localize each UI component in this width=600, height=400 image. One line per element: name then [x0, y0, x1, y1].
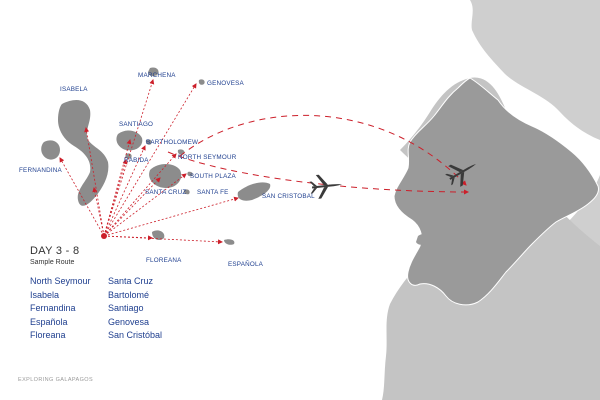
itinerary-item: North Seymour	[30, 276, 91, 286]
route-to-marchena	[103, 79, 155, 237]
itinerary-item: Floreana	[30, 330, 66, 341]
route-to-south-plaza	[103, 173, 187, 237]
itinerary-title: DAY 3 - 8	[30, 245, 80, 257]
airplane-icon	[445, 164, 476, 187]
label-santa-cruz: SANTA CRUZ	[145, 189, 186, 196]
label-floreana: FLOREANA	[146, 257, 182, 264]
route-to-rabida	[103, 159, 128, 237]
label-espanola: ESPAÑOLA	[228, 259, 264, 268]
south-plaza-island	[187, 171, 193, 177]
baltra-hub-marker	[101, 233, 107, 239]
puna-island	[416, 233, 429, 245]
bartolomew-island	[145, 139, 152, 145]
footer-credit: EXPLORING GALAPAGOS	[18, 377, 94, 383]
espanola-island	[224, 239, 235, 245]
santa-fe-island	[183, 189, 190, 195]
itinerary-item: Española	[30, 316, 68, 327]
itinerary-item: San Cristóbal	[108, 330, 163, 341]
itinerary-item: Isabela	[30, 289, 60, 300]
route-to-genovesa	[103, 83, 197, 237]
itinerary-panel: DAY 3 - 8 Sample Route North Seymour Isa…	[30, 245, 230, 343]
label-genovesa: GENOVESA	[207, 80, 245, 87]
label-santiago: SANTIAGO	[119, 121, 153, 128]
itinerary-item: Fernandina	[30, 303, 76, 314]
itinerary-subtitle: Sample Route	[30, 259, 75, 266]
route-to-isabela-south	[92, 187, 105, 237]
route-to-santa-cruz	[103, 177, 161, 237]
genovesa-island	[198, 79, 205, 85]
label-san-cristobal: SAN CRISTOBAL	[262, 193, 315, 200]
label-isabela: ISABELA	[60, 86, 88, 93]
santa-cruz-island	[149, 164, 182, 188]
label-rabida: RABIDA	[124, 157, 149, 164]
label-south-plaza: SOUTH PLAZA	[190, 173, 237, 180]
mainland-ecuador	[393, 77, 599, 306]
continent-background	[470, 0, 600, 140]
itinerary-item: Santa Cruz	[108, 276, 154, 286]
san-cristobal-island	[237, 182, 271, 201]
label-santa-fe: SANTA FE	[197, 189, 229, 196]
route-to-fernandina	[59, 157, 105, 237]
santiago-island	[116, 130, 143, 151]
itinerary-item: Santiago	[108, 303, 144, 314]
fernandina-island	[41, 140, 60, 160]
airplane-icon	[309, 174, 342, 199]
floreana-island	[152, 230, 165, 240]
island-routes	[59, 79, 239, 245]
itinerary-item: Genovesa	[108, 316, 150, 327]
rabida-island	[125, 153, 132, 159]
itinerary-item: Bartolomé	[108, 289, 150, 300]
marchena-island	[148, 67, 159, 77]
flight-route-outbound	[179, 114, 467, 186]
label-fernandina: FERNANDINA	[19, 167, 63, 174]
itinerary-column-1: North Seymour Isabela Fernandina Español…	[30, 275, 108, 343]
label-north-seymour: NORTH SEYMOUR	[178, 154, 237, 161]
route-to-san-cristobal	[103, 196, 239, 237]
itinerary-column-2: Santa Cruz Bartolomé Santiago Genovesa S…	[108, 275, 186, 343]
flight-route-return	[167, 151, 469, 195]
label-bartolomew: BARTHOLOMEW	[146, 139, 198, 146]
isabela-island	[58, 100, 109, 206]
itinerary-columns: North Seymour Isabela Fernandina Español…	[30, 275, 230, 343]
route-to-bartolomew	[103, 145, 146, 237]
label-marchena: MARCHENA	[138, 72, 176, 79]
